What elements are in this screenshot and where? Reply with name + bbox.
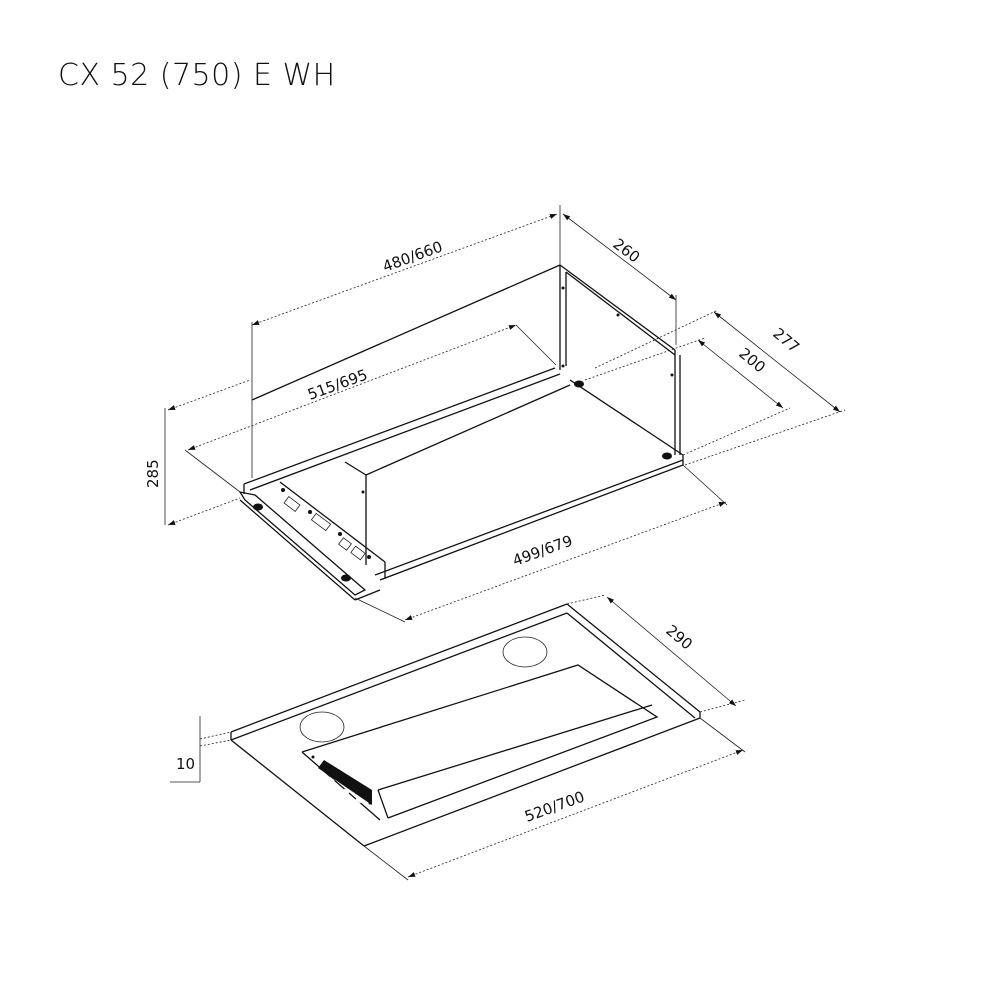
dim-line-mid-width <box>187 324 517 451</box>
filter-hole-right <box>502 636 548 668</box>
dim-line-inner-depth <box>697 339 784 409</box>
dim-height: 285 <box>144 459 162 488</box>
dim-line-panel-width <box>407 749 744 878</box>
front-panel <box>230 603 701 847</box>
dim-mid-width: 515/695 <box>305 366 370 404</box>
dim-top-depth: 260 <box>610 235 644 267</box>
product-title: CX 52 (750) E WH <box>58 58 336 93</box>
dim-line-top-width <box>251 213 558 326</box>
filter-hole-left <box>299 711 345 743</box>
dim-line-bottom-width <box>404 501 727 621</box>
dim-top-width: 480/660 <box>380 238 445 276</box>
dim-panel-thickness: 10 <box>176 755 195 773</box>
dim-panel-width: 520/700 <box>522 788 587 826</box>
dim-outer-depth: 277 <box>769 324 803 356</box>
hood-body <box>238 264 684 601</box>
lower-dimensions: 290 10 520/700 <box>170 594 746 881</box>
dim-line-outer-depth <box>713 311 841 413</box>
dim-line-panel-depth <box>606 596 737 707</box>
dim-line-top-depth <box>562 213 677 301</box>
upper-dimensions: 480/660 260 277 200 515/695 285 499/679 <box>144 205 846 623</box>
dim-inner-depth: 200 <box>735 344 769 376</box>
dim-panel-depth: 290 <box>662 621 696 653</box>
dim-bottom-width: 499/679 <box>510 532 575 570</box>
